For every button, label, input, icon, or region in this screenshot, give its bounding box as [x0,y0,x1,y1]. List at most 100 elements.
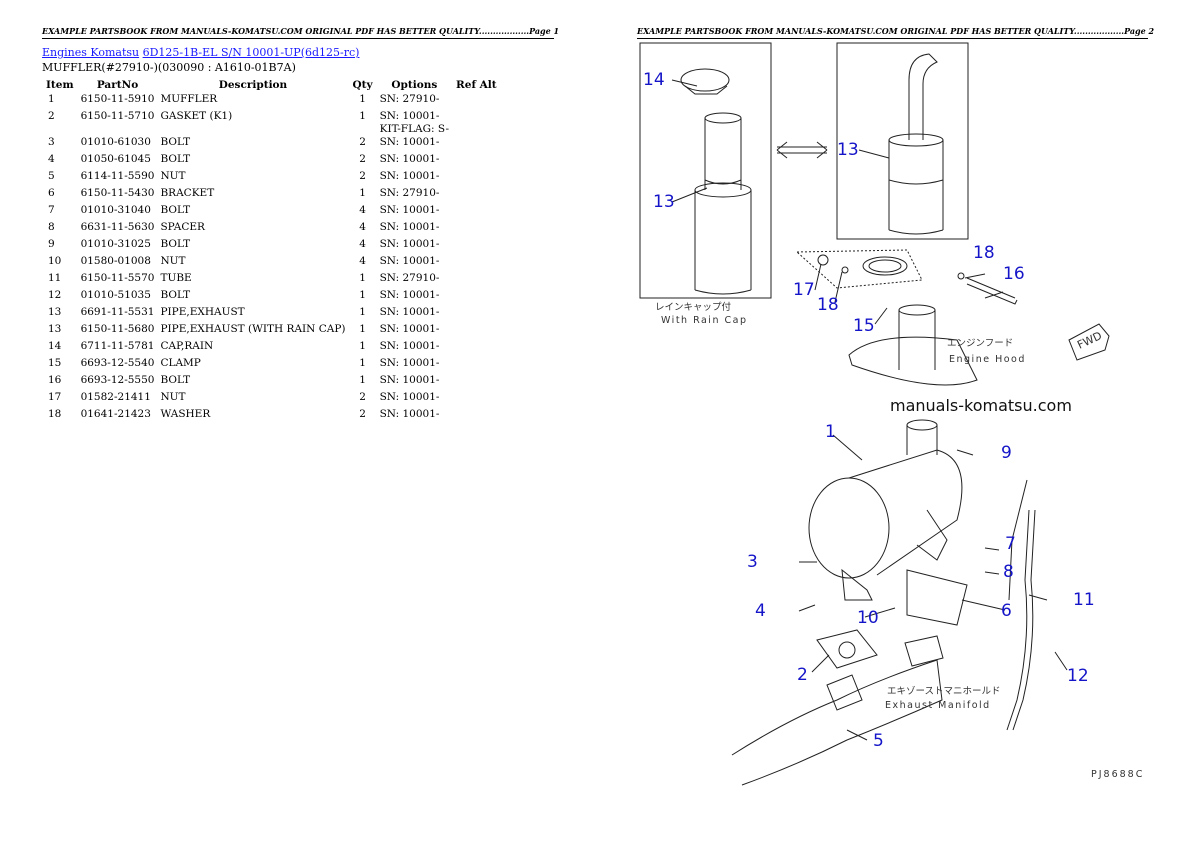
page-header-1: EXAMPLE PARTSBOOK FROM MANUALS-KOMATSU.C… [42,26,559,39]
table-header-row: Item PartNo Description Qty Options Ref … [42,77,501,93]
item-number-cell: 13 [48,306,62,318]
parts-table: Item PartNo Description Qty Options Ref … [42,77,501,425]
watermark: manuals-komatsu.com [890,396,1072,415]
quantity-cell: 1 [359,340,366,352]
part-number-cell: 6150-11-5430 [80,187,155,199]
callout-number: 13 [837,140,859,160]
options-cell: SN: 10001- [379,391,440,403]
callout-number: 13 [653,192,675,212]
figure-code: PJ8688C [1091,769,1144,780]
item-number-cell: 8 [48,221,55,233]
description-cell: MUFFLER [160,93,218,105]
callout-number: 16 [1003,264,1025,284]
quantity-cell: 2 [359,136,366,148]
quantity-cell: 2 [359,153,366,165]
quantity-cell: 2 [359,391,366,403]
column-header-options: Options [391,79,438,91]
callout-number: 1 [825,422,836,442]
fwd-arrow-icon [1068,323,1110,361]
item-number-cell: 16 [48,374,62,386]
callout-number: 17 [793,280,815,300]
options-cell: SN: 10001- [379,306,440,318]
item-number-cell: 3 [48,136,55,148]
fwd-label: FWD [1075,329,1104,352]
options-cell: SN: 27910- [379,187,440,199]
description-cell: BOLT [160,374,191,386]
quantity-cell: 2 [359,170,366,182]
description-cell: PIPE,EXHAUST (WITH RAIN CAP) [160,323,346,335]
item-number-cell: 14 [48,340,62,352]
item-number-cell: 15 [48,357,62,369]
ref-alt-cell [452,187,501,204]
item-number-cell: 11 [48,272,62,284]
callout-number: 5 [873,731,884,751]
callout-number: 10 [857,608,879,628]
part-number-cell: 6114-11-5590 [80,170,155,182]
description-cell: BOLT [160,204,191,216]
options-cell: SN: 27910- [379,93,440,105]
inset-rain-cap-box [639,42,772,299]
ref-alt-cell [452,153,501,170]
description-cell: BOLT [160,289,191,301]
callout-number: 15 [853,316,875,336]
part-number-cell: 6693-12-5540 [80,357,155,369]
part-number-cell: 01641-21423 [80,408,151,420]
ref-alt-cell [452,221,501,238]
part-number-cell: 6691-11-5531 [80,306,155,318]
table-row: 5 6114-11-5590 NUT 2 SN: 10001- [42,170,501,187]
part-number-cell: 6693-12-5550 [80,374,155,386]
item-number-cell: 7 [48,204,55,216]
item-number-cell: 13 [48,323,62,335]
muffler-end-ellipse [808,477,890,579]
breadcrumb-link-engines[interactable]: Engines Komatsu [42,46,140,59]
breadcrumb-link-model[interactable]: 6D125-1B-EL S/N 10001-UP(6d125-rc) [142,46,360,59]
column-header-description: Description [218,79,288,91]
part-number-cell: 6631-11-5630 [80,221,155,233]
description-cell: NUT [160,255,186,267]
column-header-qty: Qty [352,79,373,91]
callout-number: 18 [817,295,839,315]
ref-alt-cell [452,289,501,306]
item-number-cell: 12 [48,289,62,301]
ref-alt-cell [452,323,501,340]
quantity-cell: 1 [359,110,366,122]
description-cell: SPACER [160,221,205,233]
ref-alt-cell [452,110,501,136]
callout-number: 4 [755,601,766,621]
ref-alt-cell [452,357,501,374]
quantity-cell: 4 [359,255,366,267]
table-row: 13 6150-11-5680 PIPE,EXHAUST (WITH RAIN CA… [42,323,501,340]
description-cell: PIPE,EXHAUST [160,306,245,318]
options-cell: SN: 10001- [379,136,440,148]
label-exhaust-jp: エキゾーストマニホールド [887,686,1001,697]
ref-alt-cell [452,255,501,272]
ref-alt-cell [452,306,501,323]
item-number-cell: 4 [48,153,55,165]
item-number-cell: 1 [48,93,55,105]
part-number-cell: 01010-61030 [80,136,151,148]
ref-alt-cell [452,391,501,408]
ref-alt-cell [452,408,501,425]
part-number-cell: 6150-11-5680 [80,323,155,335]
ref-alt-cell [452,374,501,391]
description-cell: CAP,RAIN [160,340,214,352]
label-exhaust-en: Exhaust Manifold [885,700,991,711]
quantity-cell: 4 [359,221,366,233]
ref-alt-cell [452,93,501,110]
item-number-cell: 5 [48,170,55,182]
quantity-cell: 1 [359,93,366,105]
part-number-cell: 6150-11-5910 [80,93,155,105]
options-cell: SN: 10001- [379,170,440,182]
inset-pipe-box [836,42,969,240]
part-number-cell: 01010-31040 [80,204,151,216]
description-cell: NUT [160,170,186,182]
options-cell: SN: 10001- [379,238,440,250]
part-number-cell: 6150-11-5710 [80,110,155,122]
